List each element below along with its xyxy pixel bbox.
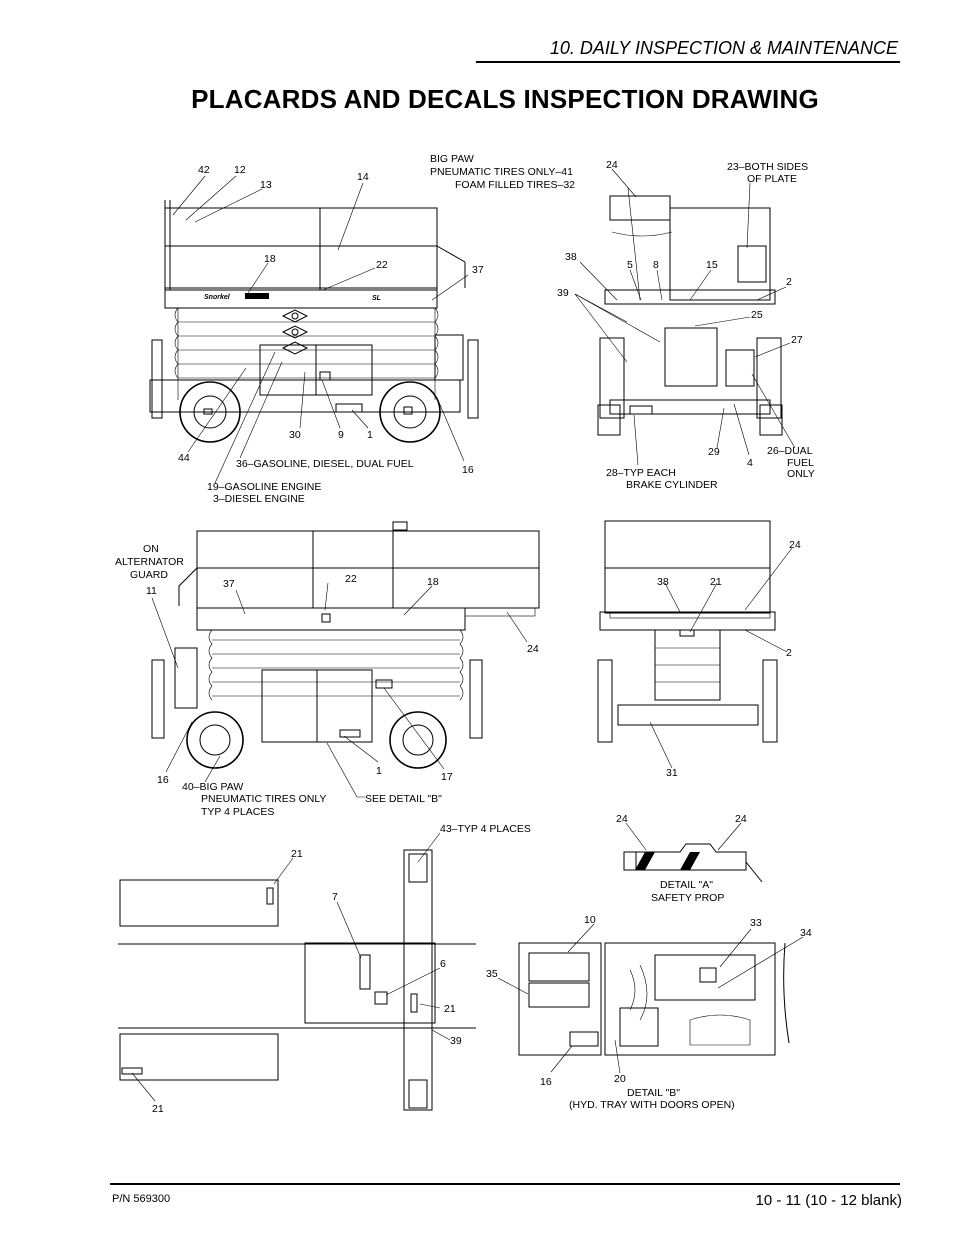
note-28a: 28–TYP EACH	[606, 467, 676, 479]
callout-17: 17	[441, 771, 453, 783]
end-view-middle: 24 38 21 2 31	[597, 520, 801, 779]
note-32: FOAM FILLED TIRES–32	[455, 179, 575, 191]
callout-21-top: 21	[291, 848, 303, 860]
side-view-left: 42 12 13 14 18 22 37 44 30 9 1 16 36–GAS…	[149, 164, 484, 505]
callout-16: 16	[157, 774, 169, 786]
callout-2: 2	[786, 647, 792, 659]
callout-20: 20	[614, 1073, 626, 1085]
note-43: 43–TYP 4 PLACES	[440, 823, 531, 835]
callout-31: 31	[666, 767, 678, 779]
callout-2: 2	[786, 276, 792, 288]
detail-a-subcaption: SAFETY PROP	[651, 892, 724, 904]
callout-30: 30	[289, 429, 301, 441]
callout-24: 24	[789, 539, 801, 551]
note-on: ON	[143, 543, 159, 555]
callout-33: 33	[750, 917, 762, 929]
callout-11: 11	[146, 585, 157, 597]
callout-8: 8	[653, 259, 659, 271]
callout-21: 21	[710, 576, 722, 588]
note-19: 19–GASOLINE ENGINE	[207, 481, 321, 493]
snorkel-decal-logo: Snorkel	[204, 294, 231, 301]
note-40c: TYP 4 PLACES	[201, 806, 274, 818]
page-number: 10 - 11 (10 - 12 blank)	[755, 1192, 902, 1209]
note-26a: 26–DUAL	[767, 445, 813, 457]
note-41: PNEUMATIC TIRES ONLY–41	[430, 166, 573, 178]
callout-1: 1	[367, 429, 373, 441]
callout-39: 39	[450, 1035, 462, 1047]
top-view: 21 7 6 21 39 21 43–TYP 4 PLACES	[118, 823, 531, 1115]
callout-16: 16	[540, 1076, 552, 1088]
callout-34: 34	[800, 927, 812, 939]
callout-6: 6	[440, 958, 446, 970]
header-rule	[476, 61, 900, 63]
callout-18: 18	[264, 253, 276, 265]
callout-39: 39	[557, 287, 569, 299]
note-23b: OF PLATE	[747, 173, 797, 185]
callout-38: 38	[565, 251, 577, 263]
callout-37: 37	[223, 578, 235, 590]
callout-37: 37	[472, 264, 484, 276]
callout-42: 42	[198, 164, 210, 176]
end-view-right: BIG PAW PNEUMATIC TIRES ONLY–41 FOAM FIL…	[430, 153, 815, 491]
callout-7: 7	[332, 891, 338, 903]
note-alternator: ALTERNATOR	[115, 556, 184, 568]
callout-21-bot: 21	[152, 1103, 164, 1115]
callout-12: 12	[234, 164, 246, 176]
note-40b: PNEUMATIC TIRES ONLY	[201, 793, 326, 805]
callout-29: 29	[708, 446, 720, 458]
callout-4: 4	[747, 457, 753, 469]
detail-b-subcaption: (HYD. TRAY WITH DOORS OPEN)	[569, 1099, 735, 1111]
callout-44: 44	[178, 452, 190, 464]
callout-27: 27	[791, 334, 803, 346]
note-big-paw: BIG PAW	[430, 153, 474, 165]
callout-21-mid: 21	[444, 1003, 456, 1015]
note-36: 36–GASOLINE, DIESEL, DUAL FUEL	[236, 458, 414, 470]
callout-25: 25	[751, 309, 763, 321]
sl-model-logo: SL	[372, 295, 381, 302]
page-title: PLACARDS AND DECALS INSPECTION DRAWING	[191, 84, 819, 114]
detail-a-safety-prop: 24 24 DETAIL "A" SAFETY PROP	[616, 813, 763, 904]
callout-9: 9	[338, 429, 344, 441]
section-title: 10. DAILY INSPECTION & MAINTENANCE	[549, 38, 898, 58]
callout-13: 13	[260, 179, 272, 191]
callout-35: 35	[486, 968, 498, 980]
note-guard: GUARD	[130, 569, 168, 581]
note-40a: 40–BIG PAW	[182, 781, 243, 793]
detail-a-caption: DETAIL "A"	[660, 879, 713, 891]
part-number: P/N 569300	[112, 1193, 171, 1205]
callout-18: 18	[427, 576, 439, 588]
callout-24: 24	[606, 159, 618, 171]
note-23a: 23–BOTH SIDES	[727, 161, 808, 173]
callout-15: 15	[706, 259, 718, 271]
callout-22: 22	[345, 573, 357, 585]
note-see-detail-b: SEE DETAIL "B"	[365, 793, 442, 805]
note-26b: FUEL	[787, 457, 814, 469]
callout-1: 1	[376, 765, 382, 777]
callout-16: 16	[462, 464, 474, 476]
note-28b: BRAKE CYLINDER	[626, 479, 718, 491]
callout-10: 10	[584, 914, 596, 926]
side-view-middle: ON ALTERNATOR GUARD 11 37 22 18 24 16 1 …	[115, 521, 540, 818]
callout-24: 24	[527, 643, 539, 655]
detail-b-hydraulic-tray: 10 33 34 35 16 20 DETAIL "B" (HYD. TRAY …	[486, 914, 812, 1111]
callout-14: 14	[357, 171, 369, 183]
note-3: 3–DIESEL ENGINE	[213, 493, 305, 505]
callout-22: 22	[376, 259, 388, 271]
detail-b-caption: DETAIL "B"	[627, 1087, 680, 1099]
callout-24-right: 24	[735, 813, 747, 825]
callout-5: 5	[627, 259, 633, 271]
footer-rule	[110, 1183, 900, 1185]
callout-24-left: 24	[616, 813, 628, 825]
callout-38: 38	[657, 576, 669, 588]
note-26c: ONLY	[787, 468, 815, 480]
